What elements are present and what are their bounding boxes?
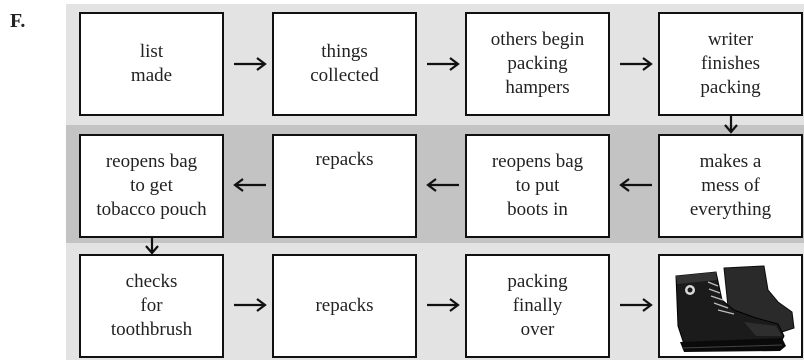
step-text-line: tobacco pouch bbox=[96, 199, 207, 220]
step-text-line: toothbrush bbox=[110, 319, 193, 340]
step-text-line: hampers bbox=[505, 77, 570, 98]
step-box-writer-finishes-packing: writer finishes packing bbox=[658, 12, 803, 116]
step-text-line: collected bbox=[310, 65, 379, 86]
step-box-makes-a-mess: makes a mess of everything bbox=[658, 134, 803, 238]
arrow-left-icon bbox=[619, 178, 652, 192]
step-text-line: to get bbox=[130, 175, 173, 196]
step-text-line: reopens bag bbox=[491, 151, 584, 172]
step-text-line: makes a bbox=[699, 151, 762, 172]
arrow-right-icon bbox=[427, 57, 460, 71]
arrow-left-icon bbox=[233, 178, 266, 192]
boot-image bbox=[660, 256, 801, 356]
step-text-line: everything bbox=[689, 199, 772, 220]
step-text-line: packing bbox=[700, 77, 761, 98]
step-text-line: for bbox=[140, 295, 163, 316]
step-text-line: over bbox=[520, 319, 555, 340]
arrow-down-icon bbox=[145, 237, 159, 255]
step-box-things-collected: things collected bbox=[272, 12, 417, 116]
boot-image-box bbox=[658, 254, 803, 358]
figure-label: F. bbox=[10, 10, 26, 32]
step-text-line: packing bbox=[507, 271, 568, 292]
step-box-reopens-bag-tobacco: reopens bag to get tobacco pouch bbox=[79, 134, 224, 238]
step-text-line: repacks bbox=[315, 149, 374, 170]
arrow-down-icon bbox=[724, 116, 738, 134]
step-text-line: others begin bbox=[490, 29, 585, 50]
step-text-line: checks bbox=[125, 271, 178, 292]
step-text-line: repacks bbox=[315, 295, 374, 316]
step-text-line: mess of bbox=[701, 175, 760, 196]
step-box-reopens-bag-boots: reopens bag to put boots in bbox=[465, 134, 610, 238]
step-text-line: to put bbox=[515, 175, 560, 196]
arrow-right-icon bbox=[620, 298, 653, 312]
arrow-right-icon bbox=[234, 298, 267, 312]
step-text-line: things bbox=[321, 41, 368, 62]
arrow-right-icon bbox=[620, 57, 653, 71]
step-text-line: packing bbox=[507, 53, 568, 74]
step-text-line: boots in bbox=[507, 199, 568, 220]
step-box-list-made: list made bbox=[79, 12, 224, 116]
step-text-line: finishes bbox=[700, 53, 761, 74]
step-box-checks-toothbrush: checks for toothbrush bbox=[79, 254, 224, 358]
step-box-others-begin-packing: others begin packing hampers bbox=[465, 12, 610, 116]
arrow-right-icon bbox=[234, 57, 267, 71]
step-text-line: list bbox=[139, 41, 164, 62]
arrow-left-icon bbox=[426, 178, 459, 192]
step-text-line: made bbox=[130, 65, 173, 86]
arrow-right-icon bbox=[427, 298, 460, 312]
step-text-line: finally bbox=[512, 295, 563, 316]
step-text-line: writer bbox=[707, 29, 754, 50]
step-text-line: reopens bag bbox=[105, 151, 198, 172]
step-box-packing-finally-over: packing finally over bbox=[465, 254, 610, 358]
step-box-repacks-first: repacks bbox=[272, 134, 417, 238]
step-box-repacks-second: repacks bbox=[272, 254, 417, 358]
